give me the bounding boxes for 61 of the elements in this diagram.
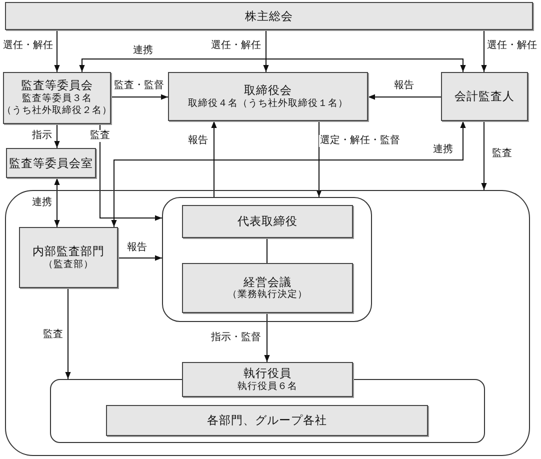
org-box (5, 2, 533, 30)
box-title: 内部監査部門 (32, 244, 106, 259)
edge-label: 指示・監督 (210, 332, 262, 344)
org-box (19, 227, 118, 288)
arrow (481, 30, 487, 72)
arrow (263, 30, 269, 72)
edge-label: 報告 (126, 242, 148, 254)
arrow (54, 178, 60, 228)
edge-label: 指示 (31, 130, 53, 142)
arrow (316, 120, 322, 198)
arrow (65, 288, 71, 380)
box-subtitle: （監査部） (44, 258, 94, 271)
edge-label: 選任・解任 (486, 40, 538, 52)
edge-label: 監査・監督 (113, 80, 165, 92)
box-title: 代表取締役 (236, 214, 298, 229)
arrow (54, 30, 60, 72)
box-title: 経営会議 (242, 274, 292, 289)
arrow (79, 58, 466, 72)
arrow (100, 124, 162, 221)
arrow (118, 255, 162, 261)
edge-label: 選任・解任 (2, 40, 54, 52)
edge-label: 報告 (393, 80, 415, 92)
box-subtitle: 執行役員６名 (238, 380, 298, 393)
edge-label: 監査 (491, 148, 513, 160)
arrow (111, 120, 466, 228)
org-box (3, 72, 111, 124)
org-box (182, 205, 353, 238)
box-title: 執行役員 (242, 366, 292, 381)
edge-label: 連携 (432, 144, 454, 156)
group-frame (162, 197, 372, 322)
edge-label: 連携 (132, 45, 154, 57)
edge-label: 選任・解任 (210, 40, 262, 52)
org-box (106, 405, 428, 436)
box-subtitle: 監査等委員３名（うち社外取締役２名） (2, 92, 112, 118)
group-frame (50, 379, 485, 443)
edge-label: 選定・解任・監督 (319, 135, 401, 147)
box-title: 株主総会 (244, 8, 294, 24)
box-title: 監査等委員会 (20, 78, 94, 93)
org-box (6, 148, 96, 178)
org-box (182, 362, 353, 397)
edge-label: 監査 (42, 329, 64, 341)
box-subtitle: （業務執行決定） (228, 289, 308, 302)
arrow (211, 120, 217, 198)
arrow (54, 124, 60, 148)
box-title: 会計監査人 (454, 89, 516, 104)
edge-label: 監査 (89, 130, 111, 142)
box-title: 取締役会 (243, 83, 293, 98)
arrow (110, 94, 168, 100)
org-box (441, 72, 528, 121)
edge-label: 報告 (187, 135, 209, 147)
group-frame (5, 190, 530, 456)
arrow (368, 94, 442, 100)
edge-label: 連携 (31, 197, 53, 209)
arrow (264, 312, 270, 362)
box-subtitle: 取締役４名（うち社外取締役１名） (188, 98, 348, 110)
box-title: 各部門、グループ各社 (206, 413, 328, 428)
box-title: 監査等委員会室 (8, 156, 94, 170)
arrow (481, 120, 487, 190)
org-box (168, 72, 368, 121)
org-box (182, 263, 353, 313)
connector-line (266, 238, 268, 264)
